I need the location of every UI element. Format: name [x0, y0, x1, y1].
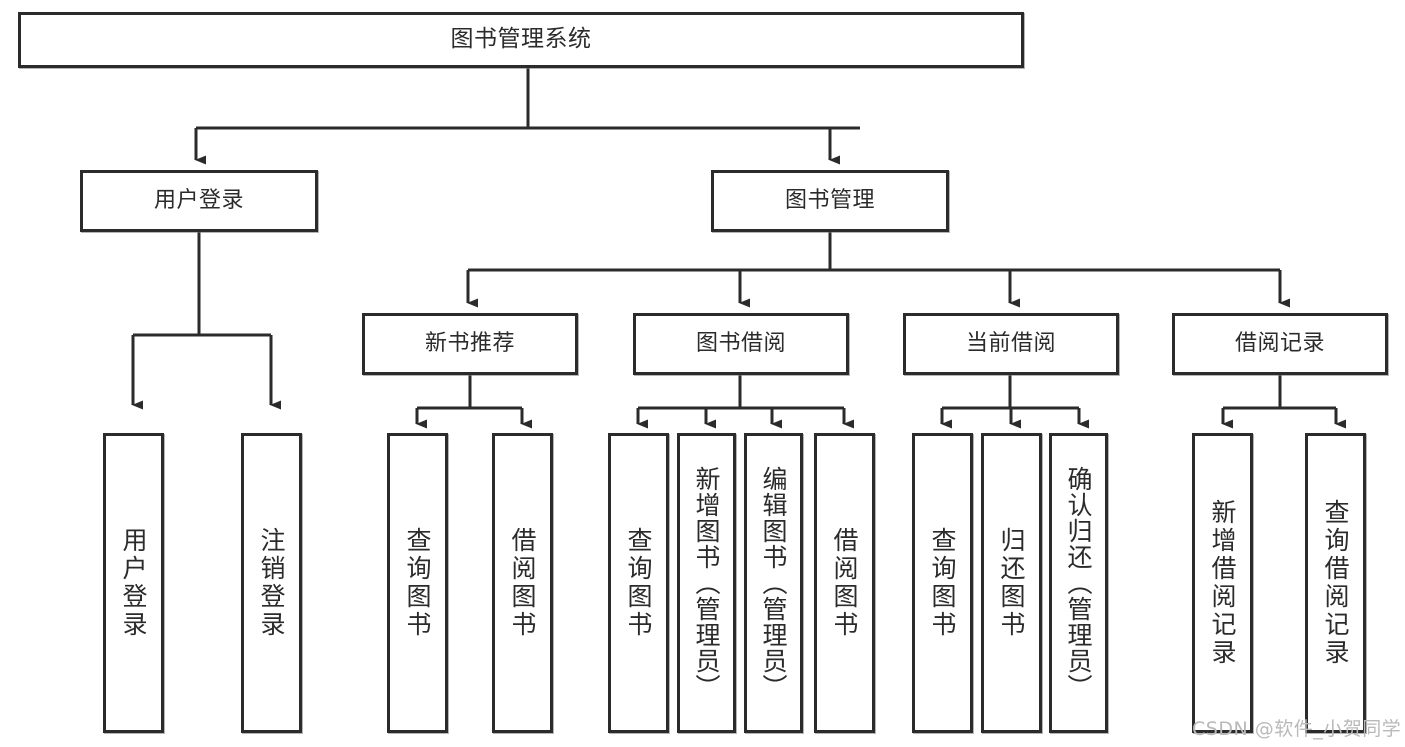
node-borrow-record[interactable]: 借阅记录: [1172, 313, 1388, 375]
node-label: 查询借阅记录: [1321, 499, 1350, 667]
node-label: 图书借阅: [695, 330, 786, 356]
node-label: 归还图书: [997, 527, 1026, 639]
node-book-management[interactable]: 图书管理: [711, 170, 949, 232]
leaf-user-login-logout[interactable]: 注销登录: [241, 433, 302, 733]
node-label: 借阅记录: [1234, 330, 1325, 356]
node-label: 新书推荐: [424, 330, 515, 356]
node-root-book-management-system[interactable]: 图书管理系统: [18, 12, 1024, 68]
node-book-borrow[interactable]: 图书借阅: [633, 313, 849, 375]
node-label: 编辑图书（管理员）: [759, 466, 788, 700]
node-label: 查询图书: [928, 527, 957, 639]
leaf-user-login-login[interactable]: 用户登录: [103, 433, 164, 733]
node-label: 当前借阅: [965, 330, 1056, 356]
node-label: 图书管理: [784, 187, 875, 213]
node-label: 查询图书: [624, 527, 653, 639]
leaf-book-borrow-query[interactable]: 查询图书: [608, 433, 669, 733]
leaf-current-borrow-return[interactable]: 归还图书: [981, 433, 1042, 733]
node-label: 用户登录: [119, 527, 148, 639]
node-new-book-recommend[interactable]: 新书推荐: [362, 313, 578, 375]
node-label: 新增借阅记录: [1208, 499, 1237, 667]
node-label: 借阅图书: [508, 527, 537, 639]
leaf-book-borrow-borrow[interactable]: 借阅图书: [814, 433, 875, 733]
node-label: 注销登录: [257, 527, 286, 639]
leaf-current-borrow-query[interactable]: 查询图书: [912, 433, 973, 733]
node-label: 借阅图书: [830, 527, 859, 639]
leaf-borrow-record-query[interactable]: 查询借阅记录: [1305, 433, 1366, 733]
node-user-login[interactable]: 用户登录: [80, 170, 318, 232]
leaf-borrow-record-add[interactable]: 新增借阅记录: [1192, 433, 1253, 733]
node-label: 图书管理系统: [450, 26, 592, 53]
leaf-book-borrow-edit-admin[interactable]: 编辑图书（管理员）: [744, 433, 803, 733]
node-label: 确认归还（管理员）: [1064, 466, 1093, 700]
leaf-new-book-query[interactable]: 查询图书: [387, 433, 448, 733]
leaf-new-book-borrow[interactable]: 借阅图书: [492, 433, 553, 733]
node-current-borrow[interactable]: 当前借阅: [903, 313, 1119, 375]
node-label: 查询图书: [403, 527, 432, 639]
leaf-current-borrow-confirm-admin[interactable]: 确认归还（管理员）: [1049, 433, 1108, 733]
leaf-book-borrow-add-admin[interactable]: 新增图书（管理员）: [677, 433, 736, 733]
node-label: 用户登录: [153, 187, 244, 213]
node-label: 新增图书（管理员）: [692, 466, 721, 700]
